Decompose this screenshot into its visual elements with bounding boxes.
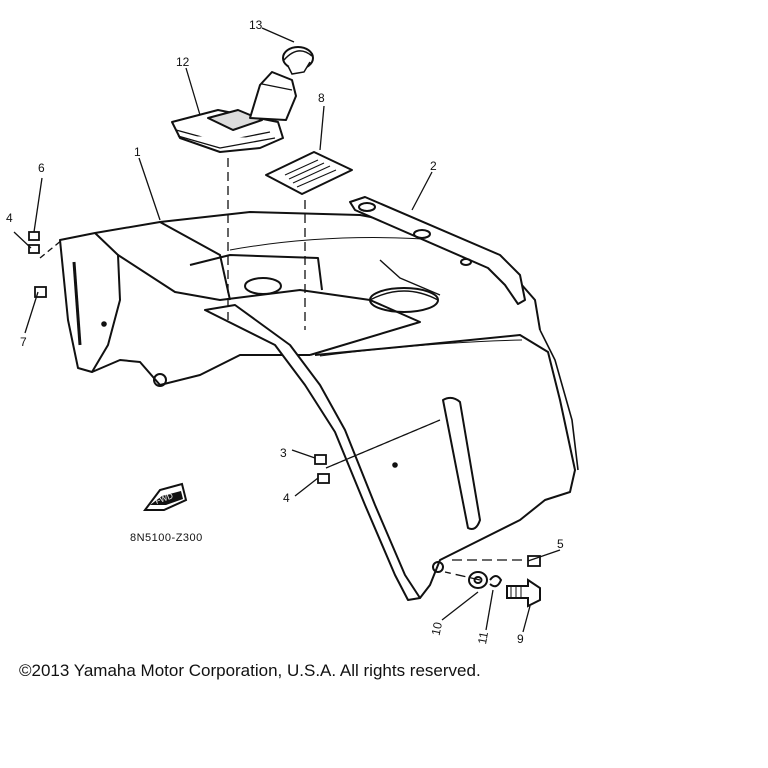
callout-2: 2 (430, 159, 437, 173)
part-3-nut (314, 454, 327, 465)
part-7-clip (34, 286, 47, 298)
small-hardware (28, 231, 541, 567)
callout-6: 6 (38, 161, 45, 175)
callout-8: 8 (318, 91, 325, 105)
callout-9: 9 (517, 632, 524, 646)
part-8-label (265, 151, 353, 195)
callout-3: 3 (280, 446, 287, 460)
callout-5: 5 (557, 537, 564, 551)
callout-4-lower: 4 (283, 491, 290, 505)
callout-11: 11 (475, 630, 491, 645)
fasteners (468, 571, 541, 608)
fwd-arrow: FWD (143, 482, 188, 511)
part-1-body-shell (59, 211, 579, 601)
part-2-molding (349, 196, 526, 305)
part-6-nut (28, 231, 40, 241)
callout-1: 1 (134, 145, 141, 159)
callout-7: 7 (20, 335, 27, 349)
copyright-notice: ©2013 Yamaha Motor Corporation, U.S.A. A… (19, 661, 481, 680)
callout-10: 10 (429, 620, 446, 636)
part-4-clip-lower (317, 473, 330, 484)
callout-13: 13 (249, 18, 263, 32)
callout-numbers: 13 12 8 2 1 6 4 7 3 4 5 10 11 9 (6, 18, 564, 646)
leader-lines (13, 27, 561, 633)
part-11-lock-washer (489, 575, 503, 588)
part-12-filler-neck (171, 71, 297, 153)
part-13-cap (282, 46, 314, 75)
callout-4-upper: 4 (6, 211, 13, 225)
diagram-code: 8N5100-Z300 (130, 532, 203, 544)
part-4-clip-upper (28, 244, 40, 254)
callout-12: 12 (176, 55, 190, 69)
part-9-bolt (506, 578, 541, 608)
